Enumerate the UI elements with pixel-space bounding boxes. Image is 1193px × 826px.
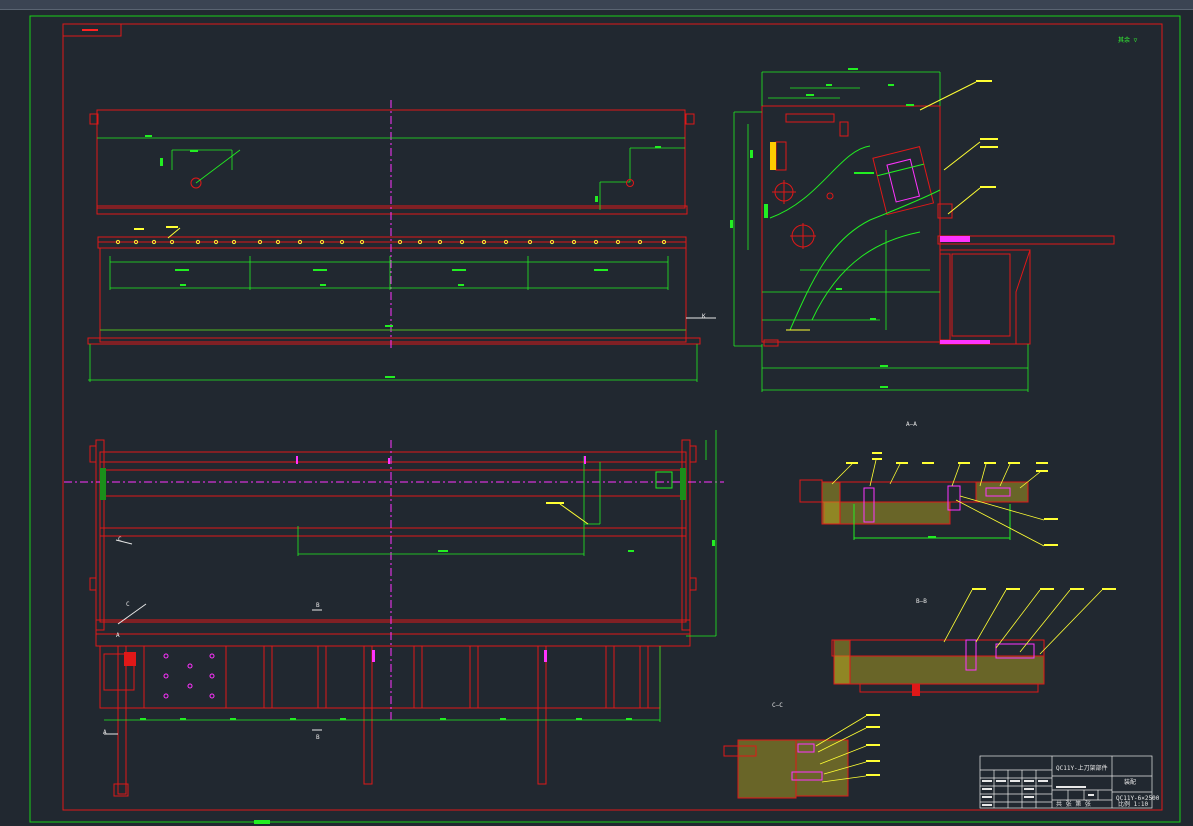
section-c-view — [723, 714, 880, 799]
title-block — [979, 755, 1153, 809]
title-block-drawing-code: QC11Y-6×2500 — [1116, 795, 1160, 802]
section-b-label: B—B — [916, 598, 927, 605]
section-marker-a-bottom: A — [103, 729, 107, 736]
front-view — [87, 100, 716, 382]
inner-frame — [62, 23, 1163, 811]
section-b-view — [831, 588, 1116, 696]
side-view-housing — [761, 105, 941, 343]
section-a-hatched-body — [823, 501, 951, 525]
code-box — [62, 23, 122, 37]
side-view — [730, 68, 1115, 392]
code-box-mark — [82, 29, 98, 31]
section-marker-b-bottom: B — [316, 734, 320, 741]
title-block-sign-row: 共 张 第 张 — [1056, 801, 1091, 808]
title-block-material: 装配 — [1124, 779, 1137, 786]
section-marker-c: C — [126, 601, 130, 608]
section-marker-a-top: A — [116, 632, 120, 639]
side-view-blade-holder — [872, 146, 935, 216]
section-a-label: A—A — [906, 421, 917, 428]
section-c-hatched-body — [737, 739, 797, 799]
section-c-label: C—C — [772, 702, 783, 709]
side-view-knife-arm — [937, 235, 1115, 245]
section-b-hatched-body — [833, 655, 1045, 685]
plan-view — [64, 430, 724, 797]
view-marker-k: K — [702, 313, 706, 320]
title-block-scale: 比例 1:10 — [1118, 801, 1149, 808]
plan-view-beam — [99, 451, 687, 623]
section-marker-b-top: B — [316, 602, 320, 609]
outer-frame — [29, 15, 1181, 823]
section-a-view — [799, 452, 1058, 547]
front-view-hub — [190, 177, 202, 189]
roughness-note: 其余 ▽ — [1118, 37, 1138, 44]
title-block-drawing-name: QC11Y-上刀架部件 — [1056, 765, 1108, 772]
window-title-bar — [0, 0, 1193, 10]
section-marker-c-left: C — [118, 536, 122, 543]
